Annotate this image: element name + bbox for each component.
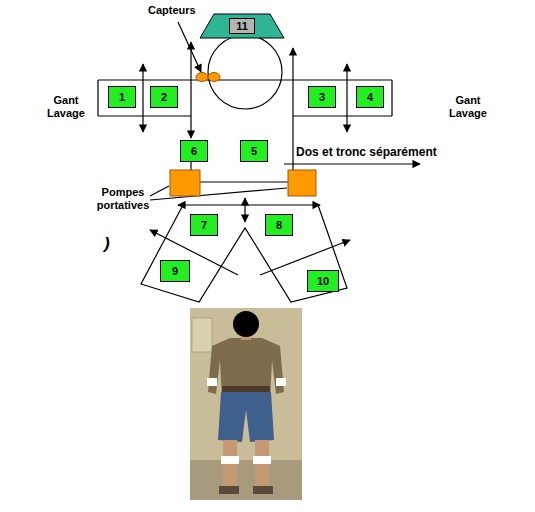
photo-floor — [190, 460, 302, 500]
note-label: Dos et tronc séparément — [296, 146, 437, 160]
photo-band — [221, 456, 239, 464]
arm-outline — [293, 115, 392, 116]
zone-box: 4 — [356, 86, 384, 108]
arrow — [244, 198, 245, 222]
zone-number: 3 — [319, 92, 325, 103]
zone-number: 11 — [236, 21, 248, 32]
zone-box: 11 — [229, 18, 255, 34]
zone-number: 1 — [119, 92, 125, 103]
sensor-symbol — [196, 73, 208, 82]
arm-outline — [98, 115, 191, 116]
photo-shoe — [219, 486, 239, 494]
zone-box: 2 — [150, 86, 178, 108]
arm-outline — [97, 80, 98, 116]
zone-box: 6 — [180, 140, 208, 162]
zone-number: 9 — [172, 266, 178, 277]
arrow — [292, 48, 293, 172]
zone-number: 5 — [251, 146, 257, 157]
photo-band — [276, 378, 286, 386]
zone-number: 8 — [276, 220, 282, 231]
arrow — [284, 163, 420, 164]
arrow — [190, 42, 191, 138]
photo-poster — [192, 318, 212, 352]
head-outline — [208, 35, 282, 109]
zone-box: 9 — [160, 260, 190, 282]
part-label: Gant Lavage — [440, 94, 496, 119]
zone-number: 4 — [367, 92, 373, 103]
sensor-symbol — [208, 73, 220, 82]
arm-outline — [98, 79, 392, 80]
zone-number: 10 — [317, 276, 329, 287]
sensor-label: Capteurs — [148, 4, 196, 17]
part-label: Pompes portatives — [92, 186, 154, 211]
photo-shoe — [253, 486, 273, 494]
leader-line — [178, 22, 201, 72]
pump-symbol — [170, 170, 200, 196]
zone-box: 3 — [308, 86, 336, 108]
zone-number: 7 — [201, 220, 207, 231]
zone-box: 10 — [307, 270, 339, 292]
tube-line — [200, 181, 288, 182]
photo-belt — [222, 386, 270, 392]
zone-box: 5 — [240, 140, 268, 162]
photo-band — [253, 456, 271, 464]
photo-band — [207, 378, 217, 386]
zone-number: 6 — [191, 146, 197, 157]
hat-shape — [200, 14, 284, 38]
photo-shorts — [218, 392, 274, 442]
arrow — [346, 64, 347, 132]
arrow — [178, 204, 320, 205]
arm-outline — [391, 80, 392, 116]
photo — [190, 308, 302, 500]
panel-letter: ) — [104, 234, 110, 254]
photo-head — [233, 311, 259, 337]
pump-symbol — [288, 170, 316, 196]
photo-shirt — [208, 338, 284, 400]
zone-box: 1 — [108, 86, 136, 108]
leader-line — [150, 186, 169, 196]
arrow — [142, 64, 143, 132]
zone-box: 8 — [265, 214, 293, 236]
zone-box: 7 — [190, 214, 218, 236]
part-label: Gant Lavage — [38, 94, 94, 119]
zone-number: 2 — [161, 92, 167, 103]
photo-wall — [190, 308, 302, 500]
